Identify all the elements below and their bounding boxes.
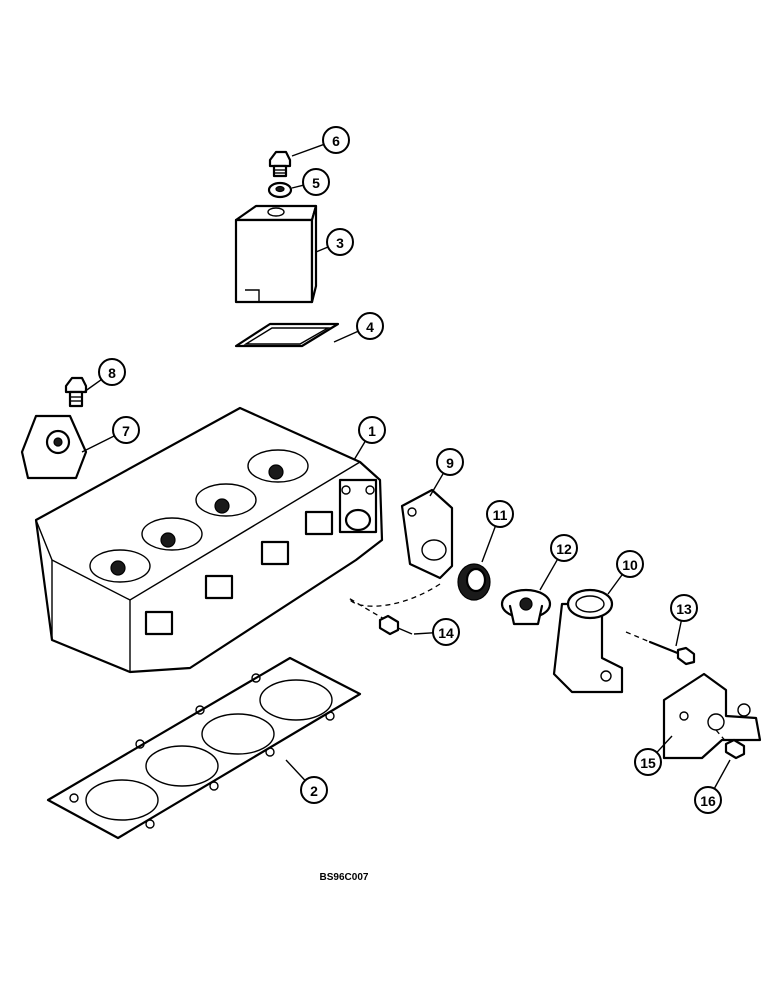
callout-label-15: 15 — [640, 755, 656, 771]
callout-leader-3 — [315, 246, 329, 253]
callout-label-14: 14 — [438, 625, 454, 641]
part-1-cylinder-head — [34, 406, 384, 674]
callout-label-6: 6 — [332, 133, 340, 149]
callout-circle-10 — [616, 550, 644, 578]
part-11-seal — [457, 563, 491, 601]
callout-label-12: 12 — [556, 541, 572, 557]
callout-label-7: 7 — [122, 423, 130, 439]
callout-leader-5 — [291, 184, 304, 189]
callout-leader-7 — [81, 435, 115, 453]
callout-circle-11 — [486, 500, 514, 528]
part-8-bolt — [64, 376, 88, 408]
callout-circle-12 — [550, 534, 578, 562]
callout-label-4: 4 — [366, 319, 374, 335]
part-3-cover — [234, 204, 318, 304]
callout-leader-16 — [713, 759, 731, 789]
assembly-path-line — [348, 583, 441, 623]
callout-circle-1 — [358, 416, 386, 444]
callout-label-16: 16 — [700, 793, 716, 809]
callout-circle-5 — [302, 168, 330, 196]
callout-leader-10 — [607, 574, 623, 595]
part-5-washer — [267, 181, 293, 199]
callout-leader-9 — [429, 472, 445, 497]
part-6-bolt — [268, 150, 292, 178]
part-14-bolt — [378, 614, 413, 636]
part-16-bolt — [715, 729, 746, 760]
callout-leader-11 — [481, 525, 497, 563]
callout-circle-6 — [322, 126, 350, 154]
part-7-bracket — [20, 414, 88, 480]
callout-label-9: 9 — [446, 455, 454, 471]
callout-leader-15 — [656, 735, 673, 753]
callout-circle-7 — [112, 416, 140, 444]
callout-label-10: 10 — [622, 557, 638, 573]
figure-code: BS96C007 — [320, 872, 369, 883]
callout-circle-14 — [432, 618, 460, 646]
part-10-housing — [552, 588, 624, 694]
part-13-bolt — [625, 631, 696, 666]
part-4-gasket — [234, 322, 340, 348]
callout-leader-8 — [83, 378, 102, 393]
callout-leader-4 — [333, 330, 359, 343]
part-15-bracket — [662, 672, 762, 760]
part-12-thermostat — [500, 588, 552, 626]
callout-label-3: 3 — [336, 235, 344, 251]
callout-label-13: 13 — [676, 601, 692, 617]
callout-label-1: 1 — [368, 423, 376, 439]
callout-label-2: 2 — [310, 783, 318, 799]
callout-leader-1 — [353, 440, 366, 461]
callout-leader-14 — [413, 632, 434, 635]
callout-circle-15 — [634, 748, 662, 776]
callout-label-11: 11 — [493, 507, 508, 523]
callout-circle-16 — [694, 786, 722, 814]
callout-circle-2 — [300, 776, 328, 804]
callout-leader-13 — [675, 620, 683, 647]
part-9-gasket — [400, 488, 454, 580]
callout-circle-3 — [326, 228, 354, 256]
callout-circle-4 — [356, 312, 384, 340]
callout-circle-8 — [98, 358, 126, 386]
callout-leader-2 — [285, 759, 306, 781]
callout-circle-9 — [436, 448, 464, 476]
callout-label-5: 5 — [312, 175, 320, 191]
callout-circle-13 — [670, 594, 698, 622]
callout-leader-12 — [539, 558, 559, 591]
part-2-head-gasket — [46, 656, 362, 840]
callout-leader-6 — [291, 143, 325, 157]
callout-label-8: 8 — [108, 365, 116, 381]
